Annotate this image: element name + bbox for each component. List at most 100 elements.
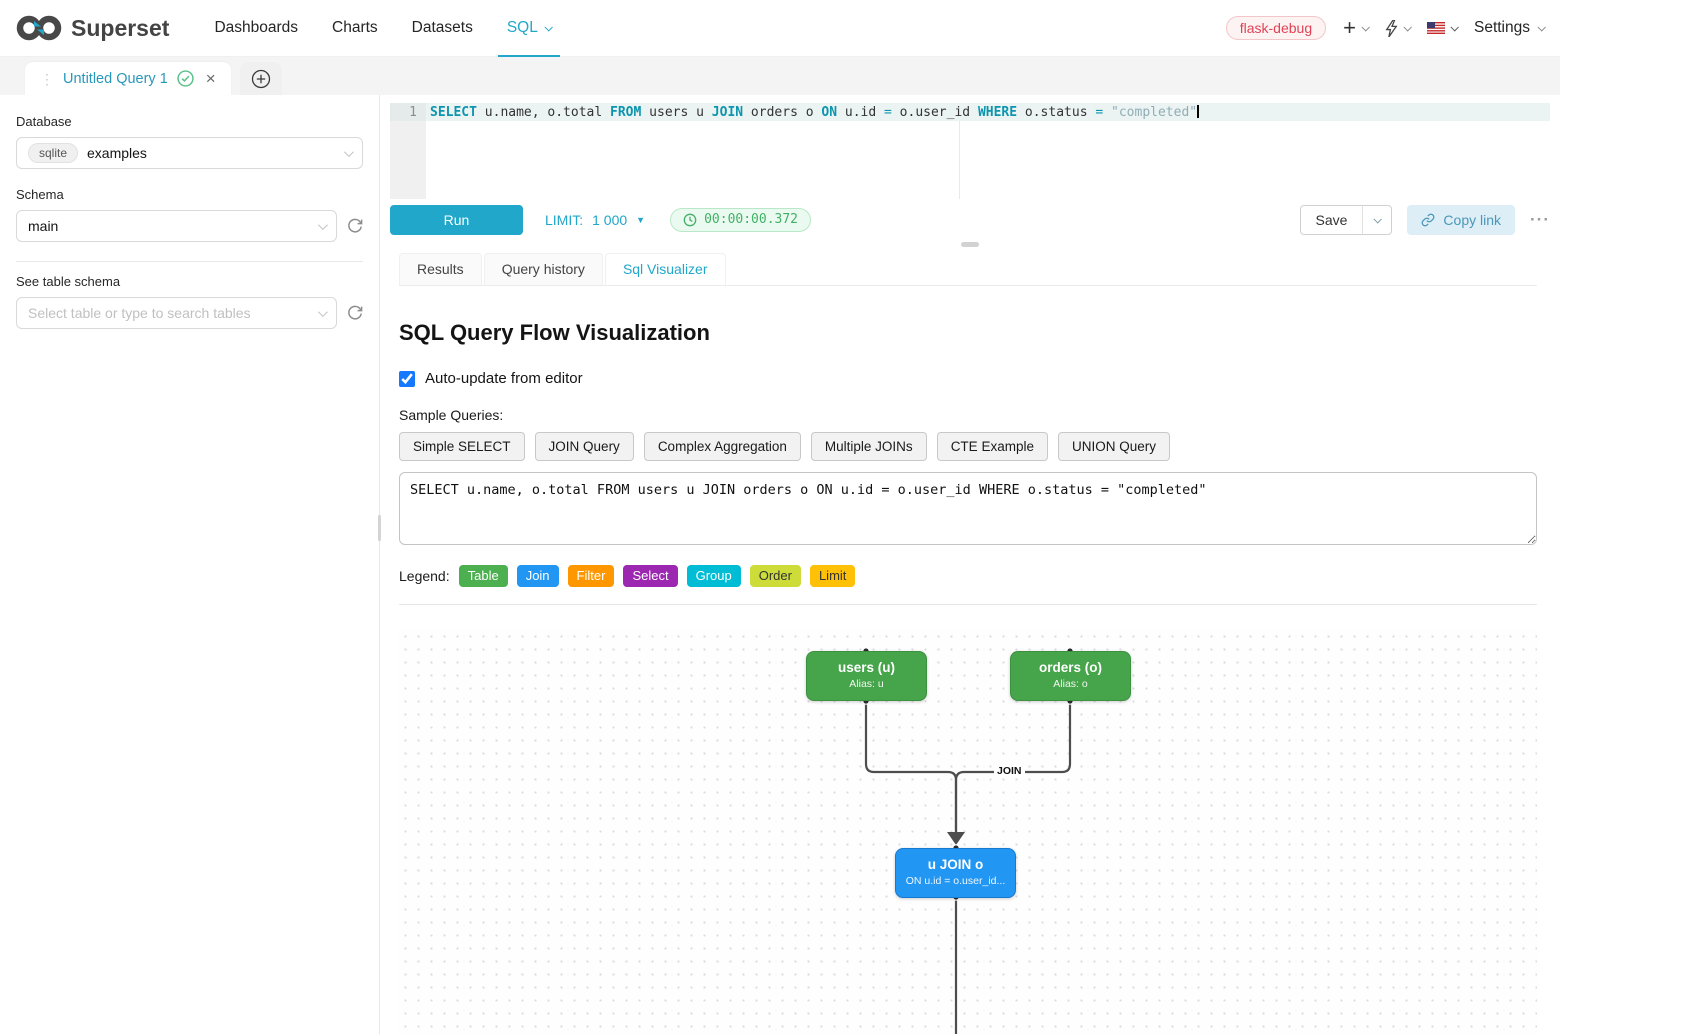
- auto-update-checkbox[interactable]: [399, 370, 415, 387]
- refresh-icon: [348, 218, 363, 233]
- timer-value: 00:00:00.372: [704, 212, 799, 228]
- clock-icon: [683, 213, 697, 226]
- new-dropdown-button[interactable]: +: [1343, 17, 1370, 39]
- query-timer-badge: 00:00:00.372: [670, 208, 812, 233]
- sidebar-divider: [16, 261, 363, 262]
- saved-check-icon: [177, 70, 194, 87]
- visualizer-title: SQL Query Flow Visualization: [399, 320, 710, 345]
- active-line-highlight: [426, 103, 1550, 121]
- print-margin: [959, 103, 960, 200]
- more-options-button[interactable]: ···: [1530, 210, 1550, 230]
- sql-visualizer-panel: SQL Query Flow Visualization Auto-update…: [399, 286, 1537, 1034]
- section-divider: [399, 604, 1537, 605]
- limit-value: 1 000: [592, 212, 628, 229]
- flow-node-orders[interactable]: orders (o) Alias: o: [1010, 651, 1131, 701]
- legend-badge-join: Join: [516, 565, 559, 587]
- query-tab-title[interactable]: Untitled Query 1: [63, 70, 168, 87]
- database-label: Database: [16, 114, 72, 129]
- query-tab-strip: ⋮ Untitled Query 1 ×: [0, 57, 1560, 95]
- nav-dashboards[interactable]: Dashboards: [214, 19, 299, 36]
- chevron-down-icon: [1403, 23, 1412, 32]
- editor-toolbar: Run LIMIT: 1 000 ▼ 00:00:00.372 Save: [390, 205, 1550, 236]
- refresh-icon: [348, 305, 363, 320]
- nav-datasets[interactable]: Datasets: [411, 19, 473, 36]
- tab-query-history[interactable]: Query history: [483, 253, 603, 285]
- navbar: Superset Dashboards Charts Datasets SQL …: [0, 0, 1560, 57]
- legend-badge-table: Table: [458, 565, 508, 587]
- sample-join-query-button[interactable]: JOIN Query: [534, 432, 634, 461]
- flow-node-join[interactable]: u JOIN o ON u.id = o.user_id...: [895, 848, 1016, 898]
- legend-row: Legend: Table Join Filter Select Group O…: [399, 565, 1537, 587]
- refresh-tables-button[interactable]: [347, 305, 363, 321]
- table-schema-label: See table schema: [16, 274, 121, 289]
- chevron-down-icon: [1361, 23, 1370, 32]
- flow-node-users[interactable]: users (u) Alias: u: [806, 651, 927, 701]
- sidebar-resize-handle[interactable]: [378, 515, 381, 541]
- chevron-down-icon: [1537, 23, 1546, 32]
- env-badge: flask-debug: [1225, 16, 1327, 40]
- sql-editor[interactable]: 1 SELECT u.name, o.total FROM users u JO…: [390, 103, 1550, 200]
- editor-code-area[interactable]: SELECT u.name, o.total FROM users u JOIN…: [426, 103, 1550, 200]
- sample-complex-aggregation-button[interactable]: Complex Aggregation: [643, 432, 801, 461]
- sql-code-line[interactable]: SELECT u.name, o.total FROM users u JOIN…: [430, 105, 1199, 120]
- save-button[interactable]: Save: [1300, 206, 1363, 235]
- table-select[interactable]: Select table or type to search tables: [16, 297, 337, 329]
- chevron-down-icon: [544, 23, 553, 32]
- node-subtitle: Alias: o: [1053, 678, 1088, 690]
- auto-update-row: Auto-update from editor: [399, 370, 1537, 387]
- drag-handle-icon[interactable]: ⋮: [40, 70, 54, 87]
- add-tab-button[interactable]: [239, 62, 282, 95]
- superset-logo[interactable]: Superset: [16, 15, 169, 42]
- sample-cte-example-button[interactable]: CTE Example: [936, 432, 1048, 461]
- caret-down-icon: [1450, 23, 1459, 32]
- splitter-drag-handle[interactable]: [961, 241, 979, 247]
- nav-charts[interactable]: Charts: [332, 19, 378, 36]
- save-options-button[interactable]: [1362, 206, 1391, 235]
- run-query-button[interactable]: Run: [390, 205, 523, 236]
- sqllab-sidebar: Database sqlite examples Schema main: [0, 95, 381, 1034]
- nav-sql[interactable]: SQL: [490, 0, 568, 57]
- schema-select[interactable]: main: [16, 210, 337, 242]
- sqllab-main-pane: 1 SELECT u.name, o.total FROM users u JO…: [380, 95, 1560, 1034]
- link-icon: [1422, 213, 1435, 227]
- database-engine-pill: sqlite: [28, 143, 79, 163]
- chevron-down-icon: [1373, 215, 1383, 224]
- language-picker-button[interactable]: [1426, 22, 1459, 34]
- refresh-schemas-button[interactable]: [347, 218, 363, 234]
- node-title: orders (o): [1038, 660, 1102, 675]
- infinity-logo-icon: [16, 15, 62, 41]
- lightning-icon: [1385, 19, 1398, 37]
- legend-badge-select: Select: [623, 565, 678, 587]
- tab-results[interactable]: Results: [399, 253, 482, 285]
- sample-union-query-button[interactable]: UNION Query: [1057, 432, 1170, 461]
- sample-multiple-joins-button[interactable]: Multiple JOINs: [810, 432, 927, 461]
- legend-badge-filter: Filter: [567, 565, 615, 587]
- limit-label: LIMIT:: [545, 212, 584, 229]
- chevron-down-icon: [317, 306, 328, 317]
- tab-sql-visualizer[interactable]: Sql Visualizer: [604, 253, 726, 285]
- text-cursor: [1197, 105, 1199, 118]
- node-subtitle: ON u.id = o.user_id...: [905, 875, 1006, 887]
- sample-simple-select-button[interactable]: Simple SELECT: [399, 432, 525, 461]
- database-select-value: examples: [87, 145, 147, 161]
- result-tabs: Results Query history Sql Visualizer: [399, 253, 1537, 286]
- line-number: 1: [390, 103, 426, 121]
- add-circle-icon: [251, 69, 270, 88]
- auto-update-label: Auto-update from editor: [425, 370, 583, 387]
- database-select[interactable]: sqlite examples: [16, 137, 363, 169]
- node-title: u JOIN o: [927, 857, 984, 872]
- legend-label: Legend:: [399, 568, 450, 584]
- table-select-placeholder: Select table or type to search tables: [28, 305, 251, 321]
- close-tab-icon[interactable]: ×: [205, 69, 216, 88]
- query-tab-untitled-1[interactable]: ⋮ Untitled Query 1 ×: [25, 62, 231, 95]
- sample-query-buttons: Simple SELECT JOIN Query Complex Aggrega…: [399, 432, 1537, 461]
- settings-menu[interactable]: Settings: [1474, 19, 1546, 37]
- query-search-dropdown-button[interactable]: [1385, 19, 1412, 37]
- node-subtitle: Alias: u: [849, 678, 884, 690]
- visualizer-sql-input[interactable]: SELECT u.name, o.total FROM users u JOIN…: [399, 472, 1537, 545]
- flow-canvas[interactable]: users (u) Alias: u orders (o) Alias: o u…: [399, 630, 1537, 1034]
- schema-select-value: main: [28, 218, 59, 234]
- limit-dropdown[interactable]: LIMIT: 1 000 ▼: [545, 212, 645, 228]
- schema-label: Schema: [16, 187, 64, 202]
- copy-link-button[interactable]: Copy link: [1407, 205, 1516, 236]
